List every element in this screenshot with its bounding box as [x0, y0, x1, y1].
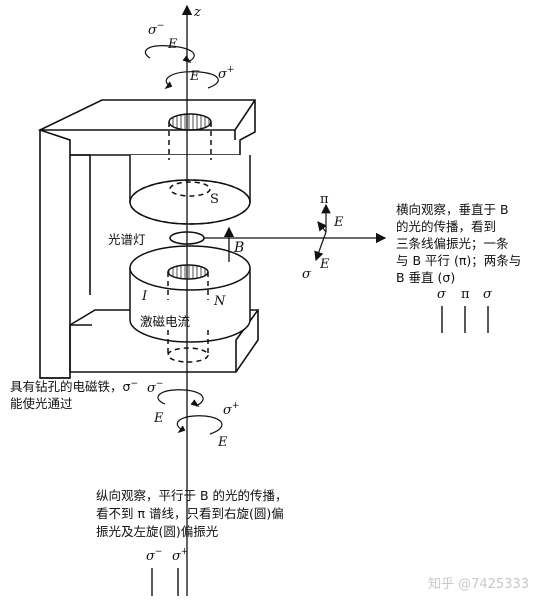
top-sigma-plus: σ+ [218, 65, 234, 82]
pole-n-label: N [213, 294, 226, 309]
side-axes [314, 203, 331, 262]
bottom-sigma-plus: σ+ [223, 401, 239, 418]
side-pi-label: π [320, 192, 329, 207]
longitudinal-description: 纵向观察，平行于 B 的光的传播， 看不到 π 谱线，只看到右旋(圆)偏 振光及… [96, 488, 288, 539]
side-sigma-label: σ [302, 267, 312, 282]
transverse-spectral-lines: σ π σ [437, 287, 493, 333]
lamp-label: 光谱灯 [108, 232, 146, 247]
top-sigma-minus: σ− [148, 21, 164, 38]
longitudinal-line-1: 纵向观察，平行于 B 的光的传播， [96, 488, 288, 503]
longitudinal-spectral-lines: σ− σ+ [146, 547, 188, 596]
longitudinal-label-1: σ− [146, 547, 162, 564]
transverse-line-1: 横向观察，垂直于 B [396, 202, 509, 217]
bottom-e-label-1: E [153, 411, 164, 426]
top-polarization [144, 45, 219, 90]
transverse-line-5: B 垂直 (σ) [396, 270, 455, 285]
magnet-caption-line2: 能使光通过 [10, 396, 73, 411]
side-e-lower: E [319, 257, 330, 272]
transverse-line-label-3: σ [483, 287, 493, 302]
longitudinal-line-2: 看不到 π 谱线，只看到右旋(圆)偏 [96, 506, 284, 521]
transverse-line-2: 的光的传播，看到 [396, 219, 496, 234]
longitudinal-label-2: σ+ [172, 547, 188, 564]
magnet-caption-line1: 具有钻孔的电磁铁，σ− [10, 379, 138, 394]
current-label: 激磁电流 [140, 314, 191, 329]
pole-s-label: S [210, 192, 219, 207]
bottom-sigma-minus: σ− [147, 379, 163, 396]
transverse-line-label-2: π [461, 287, 470, 302]
bottom-polarization [157, 389, 223, 435]
transverse-line-3: 三条线偏振光；一条 [396, 236, 509, 251]
watermark: 知乎 @7425333 [428, 576, 529, 592]
z-axis-label: z [193, 5, 201, 20]
transverse-description: 横向观察，垂直于 B 的光的传播，看到 三条线偏振光；一条 与 B 平行 (π)… [396, 202, 521, 285]
top-e-label-1: E [167, 37, 178, 52]
transverse-line-4: 与 B 平行 (π)；两条与 [396, 253, 521, 268]
lower-pole-piece [129, 245, 251, 363]
top-e-label-2: E [189, 69, 200, 84]
electromagnet-frame [37, 99, 259, 379]
bottom-e-label-2: E [217, 435, 228, 450]
upper-pole-piece [129, 113, 251, 225]
side-e-upper: E [333, 215, 344, 230]
current-i-label: I [141, 289, 148, 304]
b-field-label: B [233, 240, 244, 256]
transverse-line-label-1: σ [437, 287, 447, 302]
longitudinal-line-3: 振光及左旋(圆)偏振光 [96, 524, 218, 539]
